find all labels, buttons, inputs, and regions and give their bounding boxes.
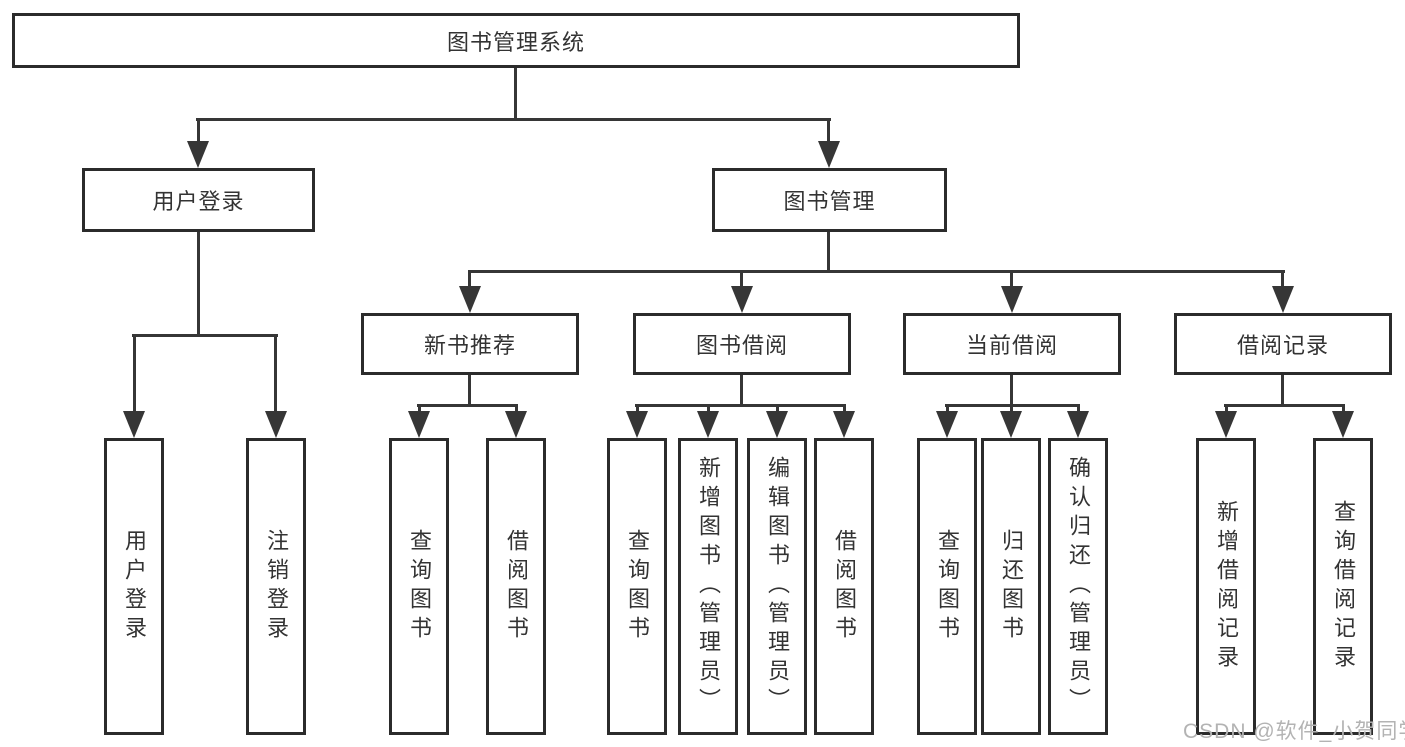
node-current-borrow-label: 当前借阅 (965, 333, 1058, 358)
leaf-label: 用户登录 (122, 528, 147, 645)
leaf-borrow-books-borrow: 借阅图书 (814, 438, 874, 735)
leaf-user-login: 用户登录 (104, 438, 164, 735)
arrow-down-icon (1215, 411, 1237, 438)
arrow-down-icon (187, 141, 209, 168)
connector-drop (707, 404, 710, 414)
node-user-login: 用户登录 (82, 168, 315, 232)
arrow-down-icon (459, 286, 481, 313)
connector-group-stem (1281, 375, 1284, 406)
connector-user-bus (132, 334, 278, 337)
connector-drop (133, 334, 136, 414)
leaf-label: 归还图书 (999, 528, 1024, 645)
leaf-logout: 注销登录 (246, 438, 306, 735)
leaf-confirm-return-admin: 确认归还（管理员） (1048, 438, 1108, 735)
arrow-down-icon (123, 411, 145, 438)
csdn-watermark: CSDN @软件_小贺同学 (1183, 720, 1405, 743)
leaf-label: 编辑图书（管理员） (765, 456, 790, 717)
connector-user-stem (197, 232, 200, 336)
leaf-query-books-recommend: 查询图书 (389, 438, 449, 735)
node-book-borrow-label: 图书借阅 (695, 333, 788, 358)
leaf-add-borrow-record: 新增借阅记录 (1196, 438, 1256, 735)
node-user-login-label: 用户登录 (152, 189, 245, 214)
connector-drop (1010, 270, 1013, 290)
arrow-down-icon (1067, 411, 1089, 438)
node-new-book-recommend-label: 新书推荐 (423, 333, 516, 358)
leaf-label: 新增图书（管理员） (696, 456, 721, 717)
connector-drop (1281, 270, 1284, 290)
connector-drop (827, 118, 830, 144)
connector-drop (468, 270, 471, 290)
arrow-down-icon (1000, 411, 1022, 438)
node-root-label: 图书管理系统 (446, 29, 585, 55)
arrow-down-icon (936, 411, 958, 438)
arrow-down-icon (1332, 411, 1354, 438)
connector-group-bus (635, 404, 846, 407)
node-book-management: 图书管理 (712, 168, 947, 232)
arrow-down-icon (833, 411, 855, 438)
arrow-down-icon (766, 411, 788, 438)
connector-drop (515, 404, 518, 414)
connector-drop (418, 404, 421, 414)
connector-group-bus (1224, 404, 1345, 407)
leaf-label: 查询图书 (625, 528, 650, 645)
leaf-edit-book-admin: 编辑图书（管理员） (747, 438, 807, 735)
connector-drop (843, 404, 846, 414)
arrow-down-icon (1272, 286, 1294, 313)
node-current-borrow: 当前借阅 (903, 313, 1121, 375)
node-root: 图书管理系统 (12, 13, 1020, 68)
connector-drop (1225, 404, 1228, 414)
connector-drop (197, 118, 200, 144)
connector-level2-bus (468, 270, 1285, 273)
connector-drop (1077, 404, 1080, 414)
connector-drop (636, 404, 639, 414)
leaf-label: 借阅图书 (832, 528, 857, 645)
node-borrow-records-label: 借阅记录 (1236, 333, 1329, 358)
arrow-down-icon (697, 411, 719, 438)
node-borrow-records: 借阅记录 (1174, 313, 1392, 375)
connector-drop (776, 404, 779, 414)
leaf-label: 借阅图书 (504, 528, 529, 645)
connector-books-stem (827, 232, 830, 272)
leaf-add-book-admin: 新增图书（管理员） (678, 438, 738, 735)
connector-group-stem (468, 375, 471, 406)
leaf-query-books-current: 查询图书 (917, 438, 977, 735)
arrow-down-icon (505, 411, 527, 438)
connector-drop (274, 334, 277, 414)
arrow-down-icon (1001, 286, 1023, 313)
leaf-label: 注销登录 (264, 528, 289, 645)
leaf-label: 查询图书 (935, 528, 960, 645)
arrow-down-icon (265, 411, 287, 438)
leaf-query-borrow-record: 查询借阅记录 (1313, 438, 1373, 735)
node-book-borrow: 图书借阅 (633, 313, 851, 375)
arrow-down-icon (626, 411, 648, 438)
connector-drop (946, 404, 949, 414)
connector-group-stem (740, 375, 743, 406)
leaf-borrow-books-recommend: 借阅图书 (486, 438, 546, 735)
arrow-down-icon (408, 411, 430, 438)
node-book-management-label: 图书管理 (783, 189, 876, 214)
leaf-label: 查询借阅记录 (1331, 499, 1356, 674)
arrow-down-icon (818, 141, 840, 168)
connector-root-stem (514, 68, 517, 120)
connector-group-stem (1010, 375, 1013, 406)
leaf-query-books-borrow: 查询图书 (607, 438, 667, 735)
connector-level1-bus (196, 118, 831, 121)
connector-drop (1342, 404, 1345, 414)
leaf-return-book: 归还图书 (981, 438, 1041, 735)
leaf-label: 确认归还（管理员） (1066, 456, 1091, 717)
node-new-book-recommend: 新书推荐 (361, 313, 579, 375)
connector-drop (740, 270, 743, 290)
arrow-down-icon (731, 286, 753, 313)
leaf-label: 查询图书 (407, 528, 432, 645)
connector-group-bus (417, 404, 518, 407)
connector-drop (1010, 404, 1013, 414)
leaf-label: 新增借阅记录 (1214, 499, 1239, 674)
